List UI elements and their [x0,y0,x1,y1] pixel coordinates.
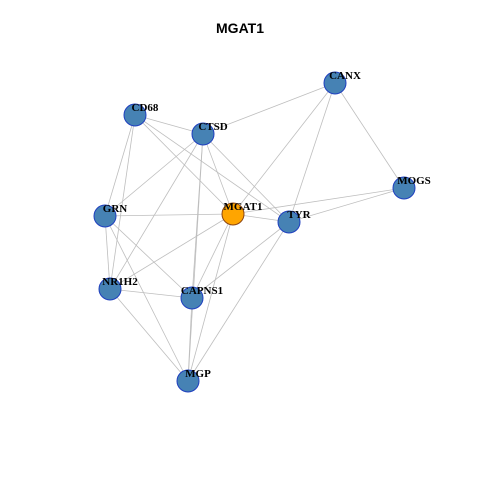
edge-canx-mgat1 [232,82,336,215]
edge-canx-ctsd [202,82,336,135]
node-mgp [176,369,200,393]
edge-cd68-mgat1 [134,114,234,215]
edge-capns1-mgp [187,297,193,382]
edge-grn-mgat1 [104,213,234,217]
node-label-capns1: CAPNS1 [181,285,223,297]
node-label-canx: CANX [329,70,361,82]
edge-cd68-ctsd [134,114,204,135]
node-nr1h2 [98,277,122,301]
edge-tyr-mgp [187,221,290,382]
node-label-mogs: MOGS [397,175,431,187]
nodes-layer [93,71,416,393]
node-label-cd68: CD68 [132,102,159,114]
node-label-mgat1: MGAT1 [224,201,263,213]
diagram-title: MGAT1 [216,20,264,36]
edge-mogs-tyr [288,187,405,223]
edge-ctsd-mgat1 [202,133,234,215]
node-mgat1 [221,202,245,226]
edge-mgat1-mgp [187,213,234,382]
node-label-grn: GRN [103,203,128,215]
node-cd68 [123,103,147,127]
node-label-nr1h2: NR1H2 [102,276,138,288]
edge-canx-tyr [288,82,336,223]
node-label-mgp: MGP [185,368,211,380]
node-capns1 [180,286,204,310]
edge-canx-mogs [334,82,405,189]
node-canx [323,71,347,95]
edge-nr1h2-mgp [109,288,189,382]
edge-mgat1-nr1h2 [109,213,234,290]
edge-nr1h2-capns1 [109,288,193,299]
node-ctsd [191,122,215,146]
edge-cd68-grn [104,114,136,217]
node-label-ctsd: CTSD [198,121,227,133]
edge-mgat1-capns1 [191,213,234,299]
edge-grn-capns1 [104,215,193,299]
node-mogs [392,176,416,200]
edge-grn-nr1h2 [104,215,111,290]
edge-tyr-capns1 [191,221,290,299]
edge-cd68-nr1h2 [109,114,136,290]
edge-ctsd-grn [104,133,204,217]
node-grn [93,204,117,228]
edge-ctsd-nr1h2 [109,133,204,290]
node-label-tyr: TYR [287,209,311,221]
edge-cd68-tyr [134,114,290,223]
edge-grn-mgp [104,215,189,382]
edge-mogs-mgat1 [232,187,405,215]
edge-ctsd-mgp [187,133,204,382]
edges-layer [104,82,405,382]
node-tyr [277,210,301,234]
